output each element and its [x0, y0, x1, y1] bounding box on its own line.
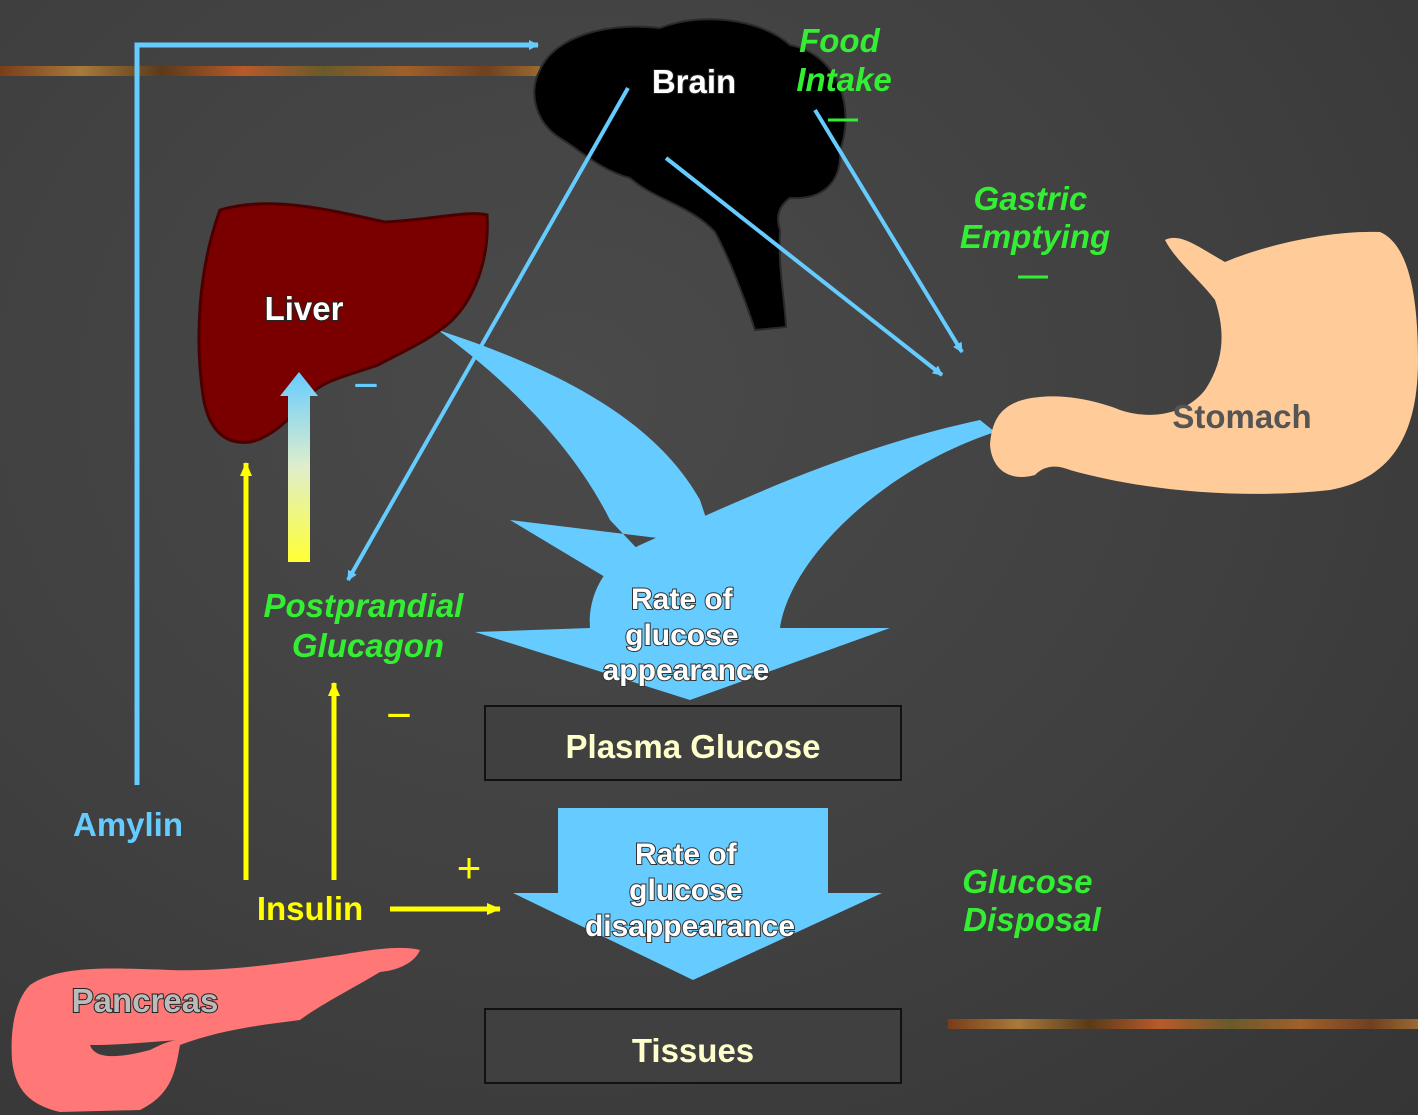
gastric-emptying-minus-sign: — [1018, 259, 1048, 292]
liver-label: Liver [265, 290, 344, 327]
gastric-emptying-label: Gastric Emptying [960, 180, 1110, 255]
stomach-shape [990, 232, 1418, 494]
brain-label: Brain [652, 63, 736, 100]
glucagon-minus-sign: − [386, 691, 412, 740]
liver-minus-sign: − [353, 361, 379, 410]
insulin-plus-sign: + [457, 844, 482, 891]
stomach-label: Stomach [1172, 398, 1311, 435]
pancreas-label: Pancreas [72, 982, 219, 1019]
pancreas-shape [12, 948, 420, 1112]
texture-strip-top [0, 66, 540, 76]
amylin-line [137, 45, 538, 785]
glucose-disposal-label: Glucose Disposal [962, 863, 1101, 938]
food-intake-to-stomach-arrow [815, 110, 962, 352]
food-intake-minus-sign: — [828, 102, 858, 135]
texture-strip-bottom [948, 1019, 1418, 1029]
postprandial-glucagon-label: Postprandial Glucagon [263, 587, 472, 664]
tissues-label: Tissues [632, 1032, 754, 1069]
plasma-glucose-label: Plasma Glucose [566, 728, 821, 765]
insulin-label: Insulin [257, 890, 363, 927]
amylin-label: Amylin [73, 806, 183, 843]
